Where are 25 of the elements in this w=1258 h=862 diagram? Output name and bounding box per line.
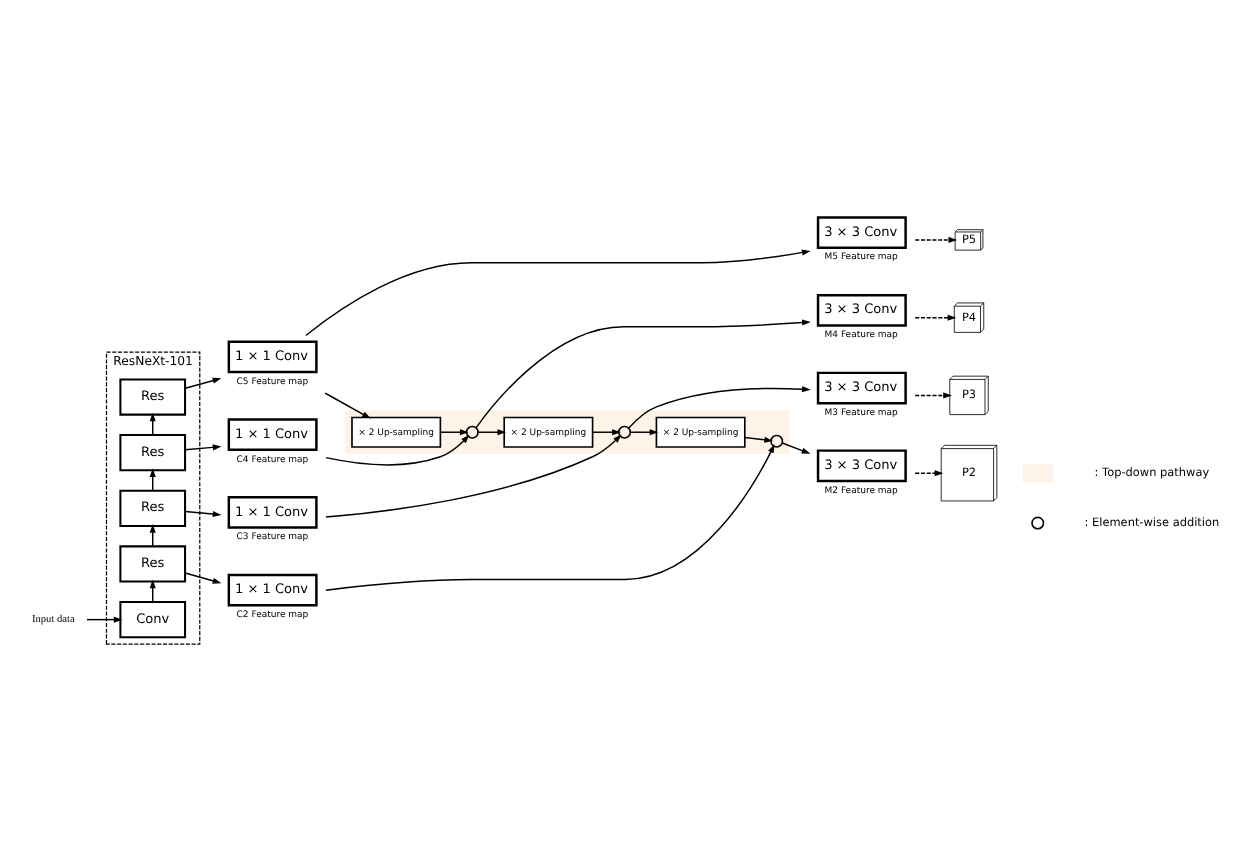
arrow bbox=[628, 386, 811, 429]
node-circle bbox=[770, 434, 784, 448]
node-circle bbox=[465, 425, 479, 439]
arrow bbox=[914, 470, 944, 477]
arrow bbox=[305, 249, 811, 337]
arrow bbox=[475, 319, 811, 429]
node-circle bbox=[617, 425, 632, 439]
arrow bbox=[86, 616, 123, 623]
arrow bbox=[325, 434, 470, 466]
arrow bbox=[439, 429, 469, 436]
arrow bbox=[325, 444, 775, 591]
arrow bbox=[184, 510, 222, 518]
arrow bbox=[629, 429, 659, 436]
arrow bbox=[914, 236, 958, 243]
arrow bbox=[914, 392, 952, 399]
arrow bbox=[477, 429, 507, 436]
arrow bbox=[184, 377, 222, 389]
arrow bbox=[184, 444, 222, 451]
arrow bbox=[914, 314, 957, 321]
arrow bbox=[744, 436, 774, 443]
arrow bbox=[592, 429, 621, 436]
arrow bbox=[184, 572, 222, 584]
arrow bbox=[325, 434, 622, 518]
arrow bbox=[781, 442, 811, 454]
arrow bbox=[324, 392, 371, 419]
